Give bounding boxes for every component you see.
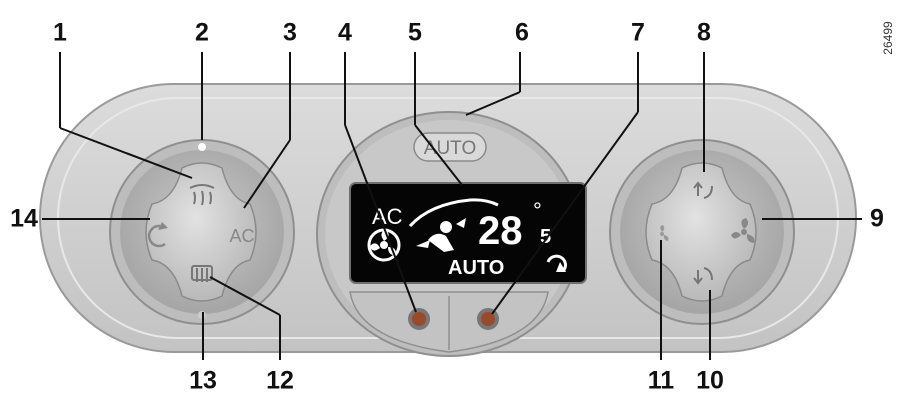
right-cross-button[interactable]: [645, 162, 757, 302]
rear-window-defrost-icon: [191, 265, 213, 282]
display-temperature: 28: [478, 209, 523, 253]
display-airflow-swoosh: [408, 198, 499, 228]
display-temperature-decimal: 5: [540, 226, 551, 248]
fan-low-icon: [660, 225, 669, 241]
fan-high-icon: [731, 218, 755, 243]
display-degree: °: [533, 198, 542, 223]
left-dial: AC: [109, 139, 295, 325]
callout-10: 10: [696, 366, 724, 395]
ac-button-label: AC: [229, 226, 254, 246]
callout-12: 12: [266, 366, 294, 395]
display-recirculation-icon: [546, 254, 567, 272]
temp-up-button[interactable]: [477, 308, 499, 330]
callout-7: 7: [631, 18, 645, 47]
callout-5: 5: [408, 18, 422, 47]
airflow-down-icon: [693, 267, 713, 285]
callout-3: 3: [283, 18, 297, 47]
callout-11: 11: [647, 366, 675, 395]
auto-button[interactable]: [413, 132, 487, 162]
recirculation-icon: [147, 222, 168, 248]
callout-2: 2: [195, 18, 209, 47]
callout-8: 8: [697, 18, 711, 47]
callout-9: 9: [870, 204, 884, 233]
auto-button-label: AUTO: [424, 138, 476, 159]
callout-1: 1: [53, 18, 67, 47]
callout-4: 4: [338, 18, 352, 47]
callout-leader-lines: [42, 52, 862, 360]
airflow-up-icon: [693, 181, 713, 199]
lcd-display: [349, 182, 587, 284]
callout-13: 13: [189, 366, 217, 395]
temp-down-button[interactable]: [408, 308, 430, 330]
callout-6: 6: [515, 18, 529, 47]
figure-reference-code: 26499: [881, 21, 895, 55]
left-cross-button[interactable]: [145, 162, 257, 302]
callout-14: 14: [10, 204, 38, 233]
right-dial: [609, 139, 795, 325]
windshield-defrost-icon: [189, 184, 215, 206]
display-airflow-person-icon: [416, 218, 466, 252]
center-unit: AUTO AC 28 ° 5 AUTO: [316, 111, 587, 357]
indicator-dot-top: [198, 143, 206, 151]
display-mode: AUTO: [448, 257, 504, 279]
